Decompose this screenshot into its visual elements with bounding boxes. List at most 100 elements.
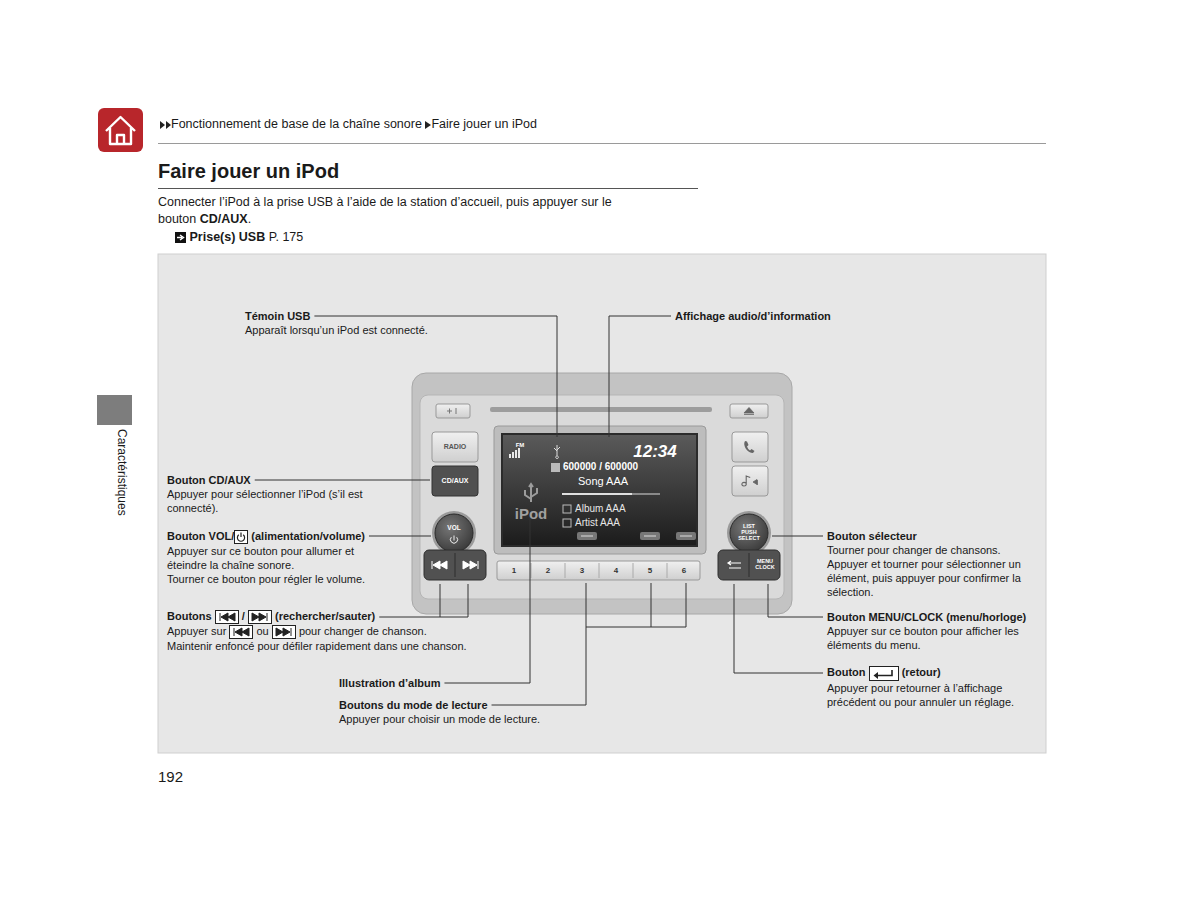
radio-label: 2 — [546, 566, 550, 574]
tri2-icon — [160, 121, 171, 129]
callout-text-row: Appuyer pour sélectionner l’iPod (s’il e… — [167, 487, 382, 515]
figure-panel — [158, 254, 1046, 753]
radio-label: MENU CLOCK — [754, 559, 776, 571]
callout-text-row: Appuyer sur ce bouton pour afficher les … — [827, 624, 1042, 652]
inline-icon — [248, 610, 272, 624]
callout-aff: Affichage audio/d’information — [675, 309, 831, 323]
radio-label: LIST PUSH SELECT — [736, 524, 762, 541]
callout-text: Faire jouer un iPod — [431, 117, 537, 131]
callout-text-row: Appuyer et tourner pour sélectionner un … — [827, 557, 1042, 599]
leader-album — [444, 515, 530, 683]
callout-text: Appuyer sur ce bouton pour allumer et ét… — [167, 545, 354, 571]
leader-seek — [379, 584, 468, 617]
callout-intro: Connecter l’iPod à la prise USB à l’aide… — [158, 194, 703, 228]
callout-heading: Boutons — [167, 610, 212, 622]
leader-aff — [609, 316, 671, 437]
callout-sel: Bouton sélecteurTourner pour changer de … — [827, 529, 1042, 599]
callout-heading: (retour) — [902, 666, 941, 678]
inline-icon — [160, 121, 171, 129]
radio-label: Song AAA — [578, 476, 628, 488]
inline-icon — [272, 625, 296, 639]
leader-vol — [369, 536, 431, 537]
page-number: 192 — [158, 768, 183, 785]
leader-back — [734, 584, 823, 673]
callout-text: Maintenir enfoncé pour défiler rapidemen… — [167, 640, 467, 652]
callout-mode: Boutons du mode de lectureAppuyer pour c… — [339, 698, 540, 726]
callout-heading-row: Illustration d’album — [339, 676, 440, 690]
callout-text-row: Appuyer pour choisir un mode de lecture. — [339, 712, 540, 726]
prev-icon — [229, 625, 253, 639]
callout-heading: Bouton sélecteur — [827, 530, 917, 542]
callout-heading: (alimentation/volume) — [251, 530, 365, 542]
callout-heading-row: Boutons du mode de lecture — [339, 698, 488, 712]
callout-heading: Illustration d’album — [339, 677, 440, 689]
back-icon — [869, 666, 899, 681]
callout-text-row: Fonctionnement de base de la chaîne sono… — [160, 117, 537, 132]
callout-text-row: Tourner pour changer de chansons. — [827, 543, 1042, 557]
callout-text-row: Appuyer sur ce bouton pour allumer et ét… — [167, 544, 392, 572]
callout-text: Prise(s) USB — [190, 230, 266, 244]
callout-text-row: Tourner ce bouton pour régler le volume. — [167, 572, 392, 586]
callout-heading-row: Bouton CD/AUX — [167, 473, 251, 487]
inline-icon — [175, 232, 186, 243]
callout-text: Fonctionnement de base de la chaîne sono… — [171, 117, 422, 131]
title-rule — [158, 188, 698, 189]
radio-label: VOL — [447, 525, 460, 532]
radio-label: 6 — [682, 566, 686, 574]
callout-heading: Bouton CD/AUX — [167, 474, 251, 486]
leader-menu — [768, 584, 823, 617]
callout-heading-row: Bouton VOL/ (alimentation/volume) — [167, 529, 365, 544]
callout-heading: Affichage audio/d’information — [675, 310, 831, 322]
ref-icon — [175, 232, 186, 243]
inline-icon — [234, 530, 248, 544]
callout-heading: / — [242, 610, 245, 622]
prev-icon — [215, 610, 239, 624]
callout-text-row: Appuyer pour retourner à l’affichage pré… — [827, 681, 1047, 709]
radio-label: Artist AAA — [575, 518, 620, 529]
radio-label: Album AAA — [575, 504, 626, 515]
radio-label: RADIO — [444, 443, 467, 450]
radio-label: 4 — [614, 566, 618, 574]
inline-icon — [869, 666, 899, 681]
callout-text-row: Appuyer suroupour changer de chanson. — [167, 624, 537, 639]
callout-vol: Bouton VOL/ (alimentation/volume) Appuyer … — [167, 529, 392, 586]
side-tab — [97, 395, 132, 425]
callout-text: Appuyer pour retourner à l’affichage pré… — [827, 682, 1014, 708]
callout-heading-row: Bouton (retour) — [827, 665, 941, 681]
callout-crumb: Fonctionnement de base de la chaîne sono… — [160, 117, 537, 132]
callout-heading: Bouton VOL/ — [167, 530, 234, 542]
header-rule — [158, 143, 1046, 144]
callout-text: Apparaît lorsqu’un iPod est connecté. — [245, 324, 428, 336]
callout-text: CD/AUX — [200, 212, 248, 226]
callout-text: Appuyer pour choisir un mode de lecture. — [339, 713, 540, 725]
inline-icon — [215, 610, 239, 624]
radio-label: 600000 / 600000 — [563, 462, 638, 473]
tri-icon — [425, 121, 431, 129]
callout-text-row: Connecter l’iPod à la prise USB à l’aide… — [158, 194, 703, 228]
callout-text-row: Prise(s) USBP. 175 — [175, 229, 303, 245]
callout-text: Appuyer pour sélectionner l’iPod (s’il e… — [167, 488, 363, 514]
radio-label: 3 — [580, 566, 584, 574]
callout-heading-row: Affichage audio/d’information — [675, 309, 831, 323]
leader-sel — [772, 536, 823, 537]
section-tab-text: Caractéristiques — [115, 429, 129, 516]
radio-unit — [412, 373, 792, 614]
callout-text-row: Apparaît lorsqu’un iPod est connecté. — [245, 323, 428, 337]
callout-text: Appuyer sur ce bouton pour afficher les … — [827, 625, 1019, 651]
radio-label: iPod — [515, 506, 548, 522]
radio-label: FM — [516, 442, 525, 448]
callout-menu: Bouton MENU/CLOCK (menu/horloge)Appuyer … — [827, 610, 1042, 652]
callout-text-row: Maintenir enfoncé pour défiler rapidemen… — [167, 639, 537, 653]
callout-heading: Témoin USB — [245, 310, 310, 322]
leader-cd — [255, 480, 430, 481]
callout-text: Appuyer sur — [167, 625, 226, 637]
radio-label: CD/AUX — [442, 477, 469, 484]
callout-heading-row: Bouton MENU/CLOCK (menu/horloge) — [827, 610, 1026, 624]
callout-text: . — [248, 212, 251, 226]
callout-heading: Boutons du mode de lecture — [339, 699, 488, 711]
callout-heading-row: Boutons/(rechercher/sauter) — [167, 609, 375, 624]
callout-heading: Bouton — [827, 666, 865, 678]
callout-text: P. 175 — [269, 230, 304, 244]
